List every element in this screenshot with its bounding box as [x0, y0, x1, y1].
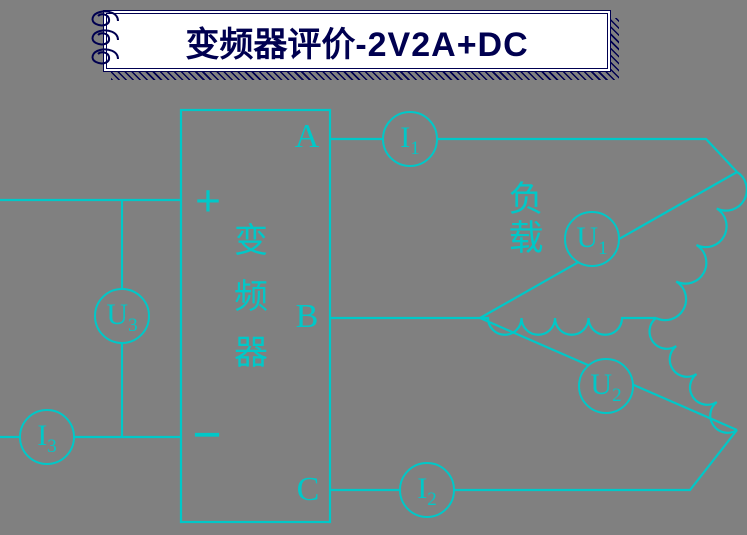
converter-name: 变 频 器 [232, 224, 270, 372]
meter-label: I3 [37, 418, 57, 457]
meter-label: U3 [106, 297, 138, 336]
wire-phase-c [330, 429, 738, 492]
load-label-char: 负 [508, 180, 544, 219]
meter-label: I1 [400, 120, 420, 159]
minus-sign: − [192, 406, 222, 464]
title-en: -2V2A+DC [355, 25, 529, 64]
terminal-b-label: B [295, 298, 319, 335]
load-label: 负 载 [506, 182, 546, 257]
title-zh: 变频器评价 [185, 26, 356, 64]
plus-sign: + [194, 174, 222, 226]
spiral-binding-icon [91, 29, 119, 46]
spiral-binding-icon [91, 10, 119, 27]
meter-label: I2 [417, 471, 437, 510]
title-banner: 变频器评价-2V2A+DC [103, 10, 611, 72]
coil-phase-c [648, 317, 738, 434]
meter-u2: U2 [578, 358, 634, 414]
converter-name-char: 器 [234, 335, 268, 372]
wire-phase-a [330, 137, 738, 173]
meter-u3: U3 [94, 288, 150, 344]
terminal-a-label: A [294, 118, 320, 155]
meter-i3: I3 [19, 409, 75, 465]
meter-i1: I1 [382, 111, 438, 167]
meter-i2: I2 [399, 462, 455, 518]
terminal-c-label: C [296, 471, 320, 508]
meter-label: U1 [576, 220, 608, 259]
coil-phase-b [480, 316, 656, 336]
converter-name-char: 变 [234, 223, 268, 260]
coil-phase-a [655, 171, 747, 322]
converter-name-char: 频 [234, 279, 268, 316]
meter-u1: U1 [564, 211, 620, 267]
converter-box [179, 108, 332, 524]
spiral-binding-icon [91, 48, 119, 65]
meter-label: U2 [590, 367, 622, 406]
page-title: 变频器评价-2V2A+DC [185, 17, 528, 66]
load-label-char: 载 [508, 219, 544, 258]
